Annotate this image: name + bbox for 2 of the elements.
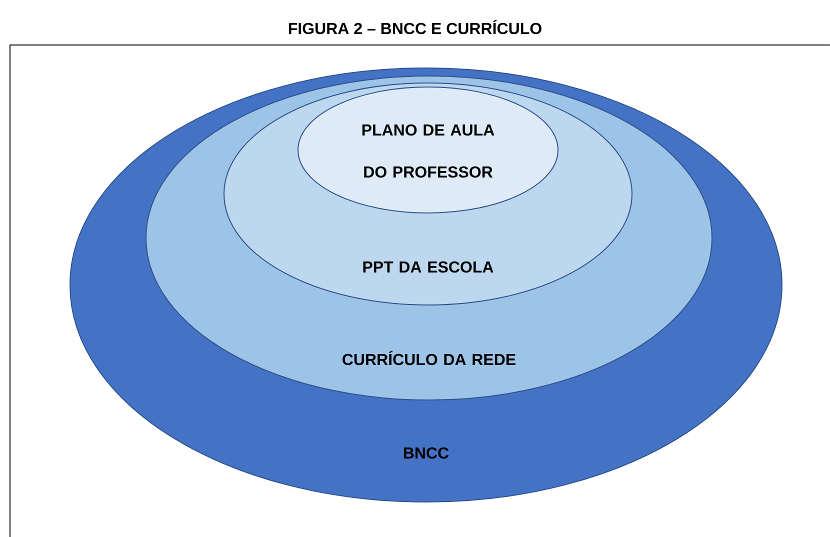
figure-title: FIGURA 2 – BNCC E CURRÍCULO [288,20,542,34]
ellipse-band: PLANO DE AULA DO PROFESSOR [298,86,558,214]
